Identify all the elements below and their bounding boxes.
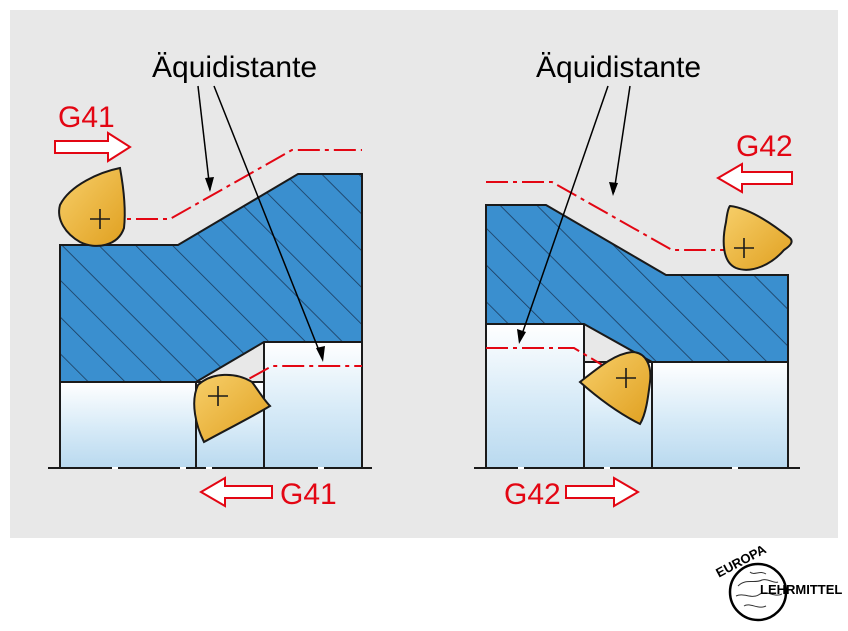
left-diagram-g41: Äquidistante G41 G41 [48,51,372,511]
left-lower-tool-insert [193,373,272,444]
right-finished-section-1 [485,323,585,469]
logo-globe-icon [728,562,788,622]
right-equidistant-label: Äquidistante [536,51,701,84]
left-equidistant-label: Äquidistante [152,51,317,84]
left-equidistant-leaders [197,85,323,359]
left-upper-tool-insert [58,166,126,247]
left-finished-section-1 [59,381,197,469]
right-top-feed-arrow-icon [716,162,793,194]
right-diagram-g42: Äquidistante G42 G42 [474,51,800,511]
right-lower-tool-insert [578,350,652,426]
right-lower-tool-center-icon [616,368,636,388]
logo-text-lehrmittel: LEHRMITTEL [760,582,842,597]
right-workpiece-hatched [485,204,789,363]
right-finished-section-3 [651,361,789,469]
left-upper-tool-center-icon [90,209,110,229]
left-top-g41-label: G41 [58,101,115,134]
right-equidistant-leaders [519,85,631,341]
right-bottom-g42-label: G42 [504,478,561,511]
left-top-feed-arrow-icon [54,131,132,163]
right-upper-tool-insert [722,204,793,271]
left-workpiece-hatched [59,173,363,383]
left-lower-tool-center-icon [208,386,228,406]
left-bottom-feed-arrow-icon [199,476,273,508]
right-top-g42-label: G42 [736,130,793,163]
left-bottom-g41-label: G41 [280,478,337,511]
left-upper-equidistant [100,149,362,220]
europa-lehrmittel-logo: EUROPA LEHRMITTEL [713,541,842,622]
left-finished-section-3 [263,341,363,469]
right-bottom-feed-arrow-icon [565,476,640,508]
right-upper-tool-center-icon [734,238,754,258]
